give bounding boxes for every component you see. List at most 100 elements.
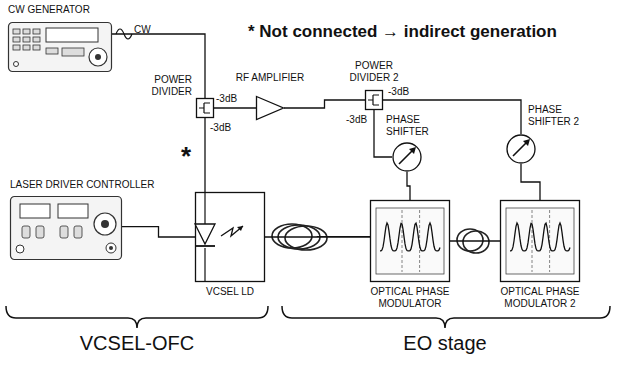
opm-node: OPTICAL PHASE MODULATOR 2 — [500, 200, 580, 282]
ps-node: PHASE SHIFTER 2 — [506, 134, 536, 164]
node-label: PHASE SHIFTER — [386, 114, 436, 137]
ps-shape-part — [523, 139, 530, 146]
vcsel-shape-part — [195, 245, 215, 247]
ldc-node: LASER DRIVER CONTROLLER — [10, 196, 122, 260]
amp-shape-part — [257, 97, 284, 120]
vcsel-shape-part — [237, 226, 243, 231]
section-label: EO stage — [403, 332, 486, 355]
rf-wire — [284, 100, 365, 108]
gen-shape-part — [62, 48, 84, 56]
gen-shape-part — [23, 37, 30, 42]
gen-shape — [8, 22, 112, 72]
gen-shape-part — [46, 48, 58, 54]
gen-shape-part — [13, 37, 20, 42]
node-label: PHASE SHIFTER 2 — [528, 104, 592, 127]
signal-label: -3dB — [216, 93, 237, 105]
ldc-shape-part — [20, 204, 50, 218]
ps-shape-part — [409, 147, 416, 154]
ldc-shape-part — [109, 246, 113, 250]
ps-node: PHASE SHIFTER — [392, 142, 422, 172]
signal-label: -3dB — [210, 122, 231, 134]
node-label: POWER DIVIDER — [142, 74, 192, 97]
opm-shape-part — [510, 223, 570, 251]
rf-wire — [521, 164, 540, 200]
signal-label: -3dB — [346, 114, 367, 126]
rf-wire — [407, 172, 410, 200]
gen-shape-part — [9, 23, 112, 72]
gen-shape-part — [13, 29, 20, 34]
opm-shape-part — [501, 201, 580, 282]
ps-shape-part — [507, 135, 535, 163]
opm-shape-part — [506, 208, 574, 274]
opm-shape — [370, 200, 450, 282]
ps-shape-part — [393, 143, 421, 171]
ldc-shape-part — [94, 213, 116, 235]
vcsel-node: VCSEL LD — [195, 192, 265, 282]
gen-shape-part — [33, 37, 40, 42]
ldc-shape-part — [16, 245, 24, 253]
ldc-shape-part — [22, 226, 30, 238]
opm-node: OPTICAL PHASE MODULATOR — [370, 200, 450, 282]
ldc-shape-part — [106, 243, 116, 253]
vcsel-shape-part — [221, 226, 243, 236]
fiber-coil-part — [285, 226, 327, 250]
pd-node: POWER DIVIDER 2 — [365, 90, 383, 110]
signal-label: CW — [134, 24, 151, 36]
signal-label: * — [181, 142, 191, 172]
vcsel-shape — [195, 192, 265, 282]
opm-shape-part — [380, 223, 440, 251]
gen-shape-part — [95, 54, 101, 60]
gen-node: CW GENERATOR — [8, 22, 112, 72]
ldc-shape-part — [58, 204, 88, 218]
amp-shape — [256, 96, 284, 120]
ldc-shape-part — [101, 220, 109, 228]
optical-fiber — [450, 240, 500, 242]
amp-node: RF AMPLIFIER — [256, 96, 284, 120]
fiber-coil-part — [463, 231, 489, 253]
gen-shape-part — [33, 29, 40, 34]
rf-wire — [122, 227, 195, 237]
bracket — [6, 306, 268, 328]
gen-shape-part — [33, 45, 40, 50]
ldc-shape-part — [60, 226, 68, 238]
node-label: RF AMPLIFIER — [230, 72, 310, 84]
gen-shape-part — [23, 29, 30, 34]
ps-shape — [506, 134, 536, 164]
ldc-shape-part — [11, 197, 122, 260]
rf-wire — [112, 34, 205, 98]
vcsel-shape-part — [196, 193, 265, 282]
gen-shape-part — [13, 45, 20, 50]
node-label: CW GENERATOR — [8, 4, 128, 16]
bracket — [282, 306, 610, 328]
rf-wire — [214, 107, 256, 108]
opm-shape-part — [371, 201, 450, 282]
node-label: POWER DIVIDER 2 — [339, 60, 409, 83]
pd-shape-part — [366, 91, 383, 110]
ldc-shape-part — [36, 226, 44, 238]
node-label: OPTICAL PHASE MODULATOR 2 — [490, 286, 590, 309]
ldc-shape-part — [74, 226, 82, 238]
note: * Not connected → indirect generation — [248, 22, 557, 42]
rf-wire — [204, 118, 205, 192]
pd-shape-part — [368, 95, 379, 105]
pd-node: POWER DIVIDER — [196, 98, 214, 118]
gen-shape-part — [14, 62, 19, 67]
gen-shape-part — [23, 45, 30, 50]
pd-shape-part — [199, 103, 210, 113]
section-label: VCSEL-OFC — [80, 332, 194, 355]
node-label: LASER DRIVER CONTROLLER — [10, 179, 180, 191]
optical-fiber — [265, 236, 370, 238]
node-label: OPTICAL PHASE MODULATOR — [360, 286, 460, 309]
gen-shape-part — [89, 48, 107, 66]
opm-shape — [500, 200, 580, 282]
pd-shape — [196, 98, 214, 118]
node-label: VCSEL LD — [185, 286, 275, 298]
opm-shape-part — [376, 208, 444, 274]
signal-label: -3dB — [388, 86, 409, 98]
ps-shape — [392, 142, 422, 172]
pd-shape — [365, 90, 383, 110]
gen-shape-part — [46, 28, 98, 42]
pd-shape-part — [197, 99, 214, 118]
ldc-shape — [10, 196, 122, 260]
